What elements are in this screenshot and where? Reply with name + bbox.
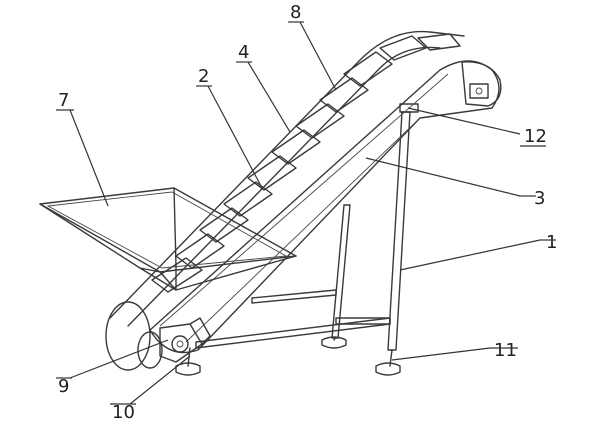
foot-rear [321, 336, 347, 349]
callout-3: 3 [534, 188, 545, 209]
callouts: 7 2 4 8 12 3 1 11 9 10 [56, 2, 557, 423]
hopper [39, 187, 297, 291]
callout-10: 10 [112, 402, 135, 423]
callout-2: 2 [198, 66, 209, 87]
callout-9: 9 [58, 376, 69, 397]
callout-8: 8 [290, 2, 301, 23]
callout-12: 12 [524, 126, 547, 147]
belt-cleats [151, 33, 461, 293]
top-bracket [399, 103, 419, 113]
head-housing [461, 61, 502, 107]
callout-7: 7 [58, 90, 69, 111]
foot-left [175, 362, 201, 376]
hopper-rim [39, 187, 297, 273]
callout-1: 1 [546, 232, 557, 253]
callout-11: 11 [494, 340, 517, 361]
belt-top-edge [109, 30, 465, 319]
callout-4: 4 [238, 42, 249, 63]
foot-front [375, 362, 401, 376]
tail-drive [105, 301, 211, 371]
support-frame [175, 103, 419, 376]
conveyor-body [105, 30, 502, 371]
bottom-rail-rear [251, 289, 337, 304]
cross-rail [335, 317, 391, 325]
side-plate [149, 60, 500, 354]
leader-lines [69, 21, 541, 405]
